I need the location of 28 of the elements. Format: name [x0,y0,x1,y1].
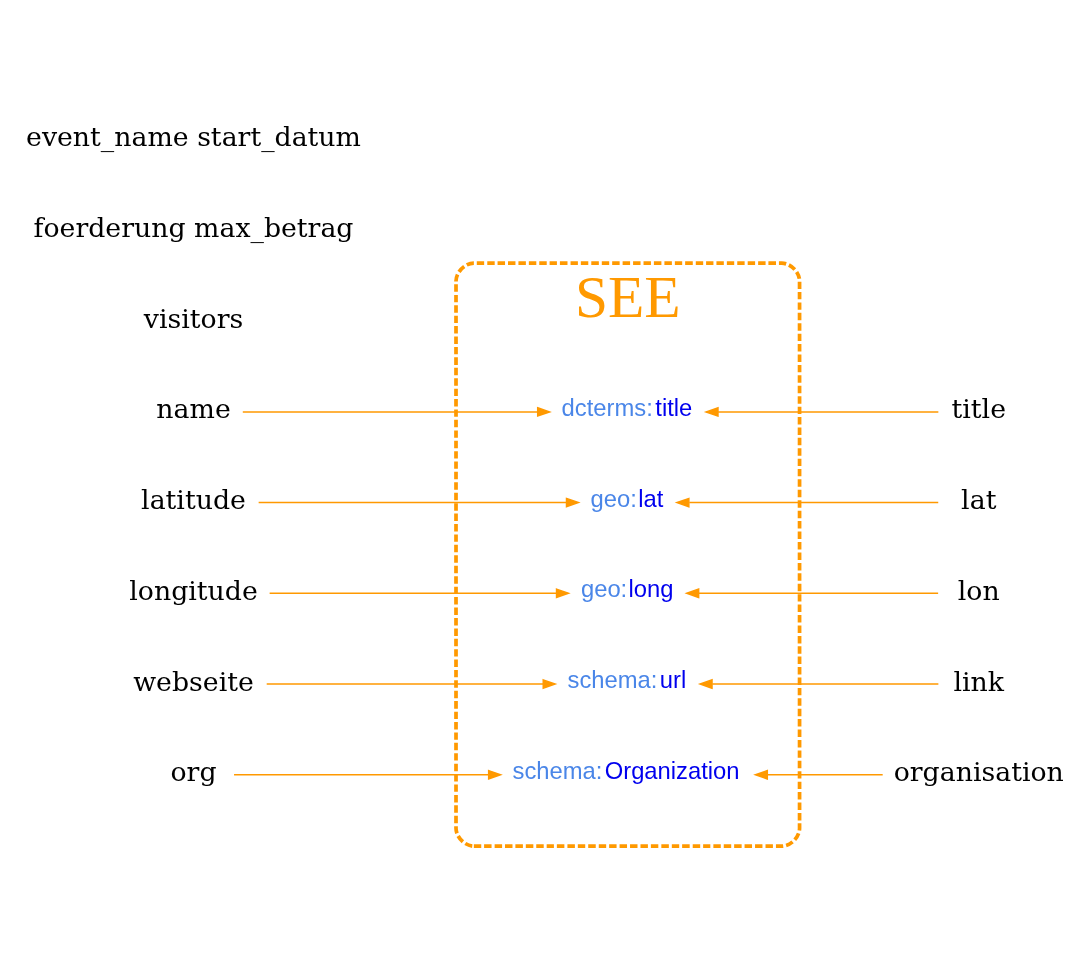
arrow [242,406,552,417]
node-text: visitors [143,302,244,334]
label: foerderung max_betrag [33,211,354,243]
node-text: org [170,755,217,787]
node-text: title [951,392,1007,424]
node-text: latitude [141,483,246,515]
label: event_name start_datum [26,120,361,152]
node-text: geo:lat [590,484,664,512]
arrow [697,678,940,689]
node-text: schema:Organization [512,756,740,784]
arrow [265,678,558,689]
arrow [257,496,581,508]
node-text: webseite [133,665,254,697]
arrow [753,769,884,780]
node-text: dcterms:title [561,393,693,421]
arrow [268,587,571,599]
node-text: organisation [893,755,1064,787]
node-text: longitude [129,574,258,606]
arrow [703,406,940,417]
node-text: geo:long [580,574,674,602]
arrow [233,769,503,780]
node-text: lat [961,483,997,515]
node-text: link [953,665,1005,697]
arrow [684,587,939,599]
node-text: lon [957,574,1000,606]
node-text: schema:url [567,665,687,693]
node-text: name [156,392,231,424]
arrow [674,496,939,508]
